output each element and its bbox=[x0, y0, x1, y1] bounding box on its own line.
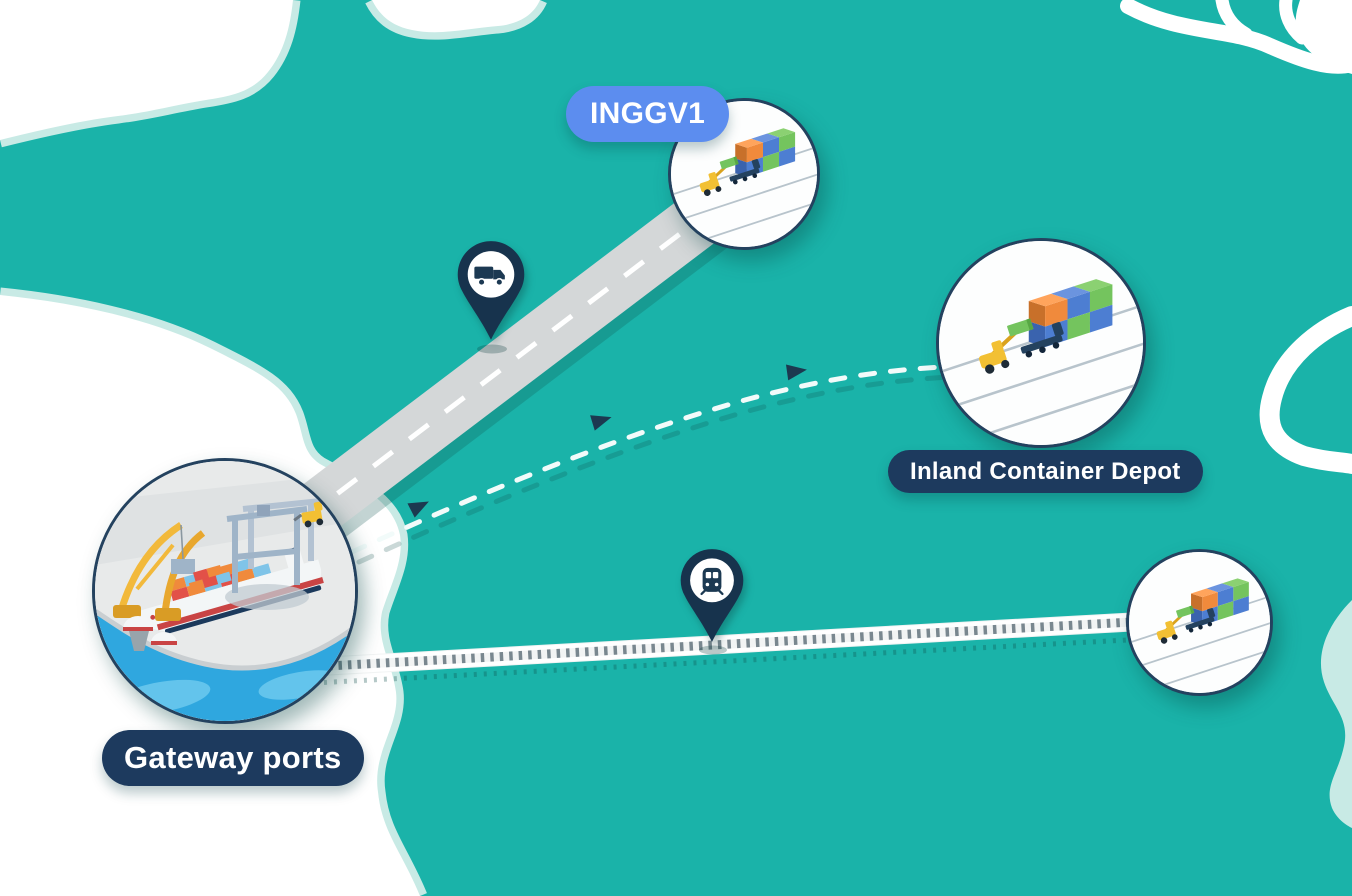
route-arrowhead bbox=[785, 364, 807, 381]
landmass-top-left bbox=[0, 0, 301, 148]
route-arrowhead bbox=[407, 501, 429, 518]
coast-mint-east bbox=[1320, 600, 1352, 828]
terminal-label: INGGV1 bbox=[566, 86, 730, 142]
rail-route-marker bbox=[678, 548, 746, 644]
train-icon bbox=[700, 567, 724, 596]
rail-yard-node bbox=[1126, 549, 1273, 696]
river-east-snake bbox=[1259, 306, 1352, 474]
road-route-marker bbox=[455, 240, 527, 342]
container-yard-illustration bbox=[939, 241, 1143, 445]
train-pin-shadow bbox=[699, 645, 727, 655]
inland-depot-node bbox=[936, 238, 1146, 448]
route-arrowhead bbox=[590, 415, 612, 431]
rivers-top-right bbox=[1120, 0, 1352, 74]
truck-icon bbox=[474, 266, 505, 287]
landmass-top-cove bbox=[365, 0, 547, 40]
rail-route bbox=[309, 612, 1133, 686]
container-yard-illustration bbox=[1129, 552, 1270, 693]
seaport-illustration bbox=[95, 461, 355, 721]
gateway-ports-label: Gateway ports bbox=[102, 730, 364, 786]
truck-pin-shadow bbox=[477, 344, 507, 354]
inland-depot-label: Inland Container Depot bbox=[888, 450, 1203, 493]
gateway-port-node bbox=[92, 458, 358, 724]
dashed-transfer-route bbox=[349, 364, 952, 565]
